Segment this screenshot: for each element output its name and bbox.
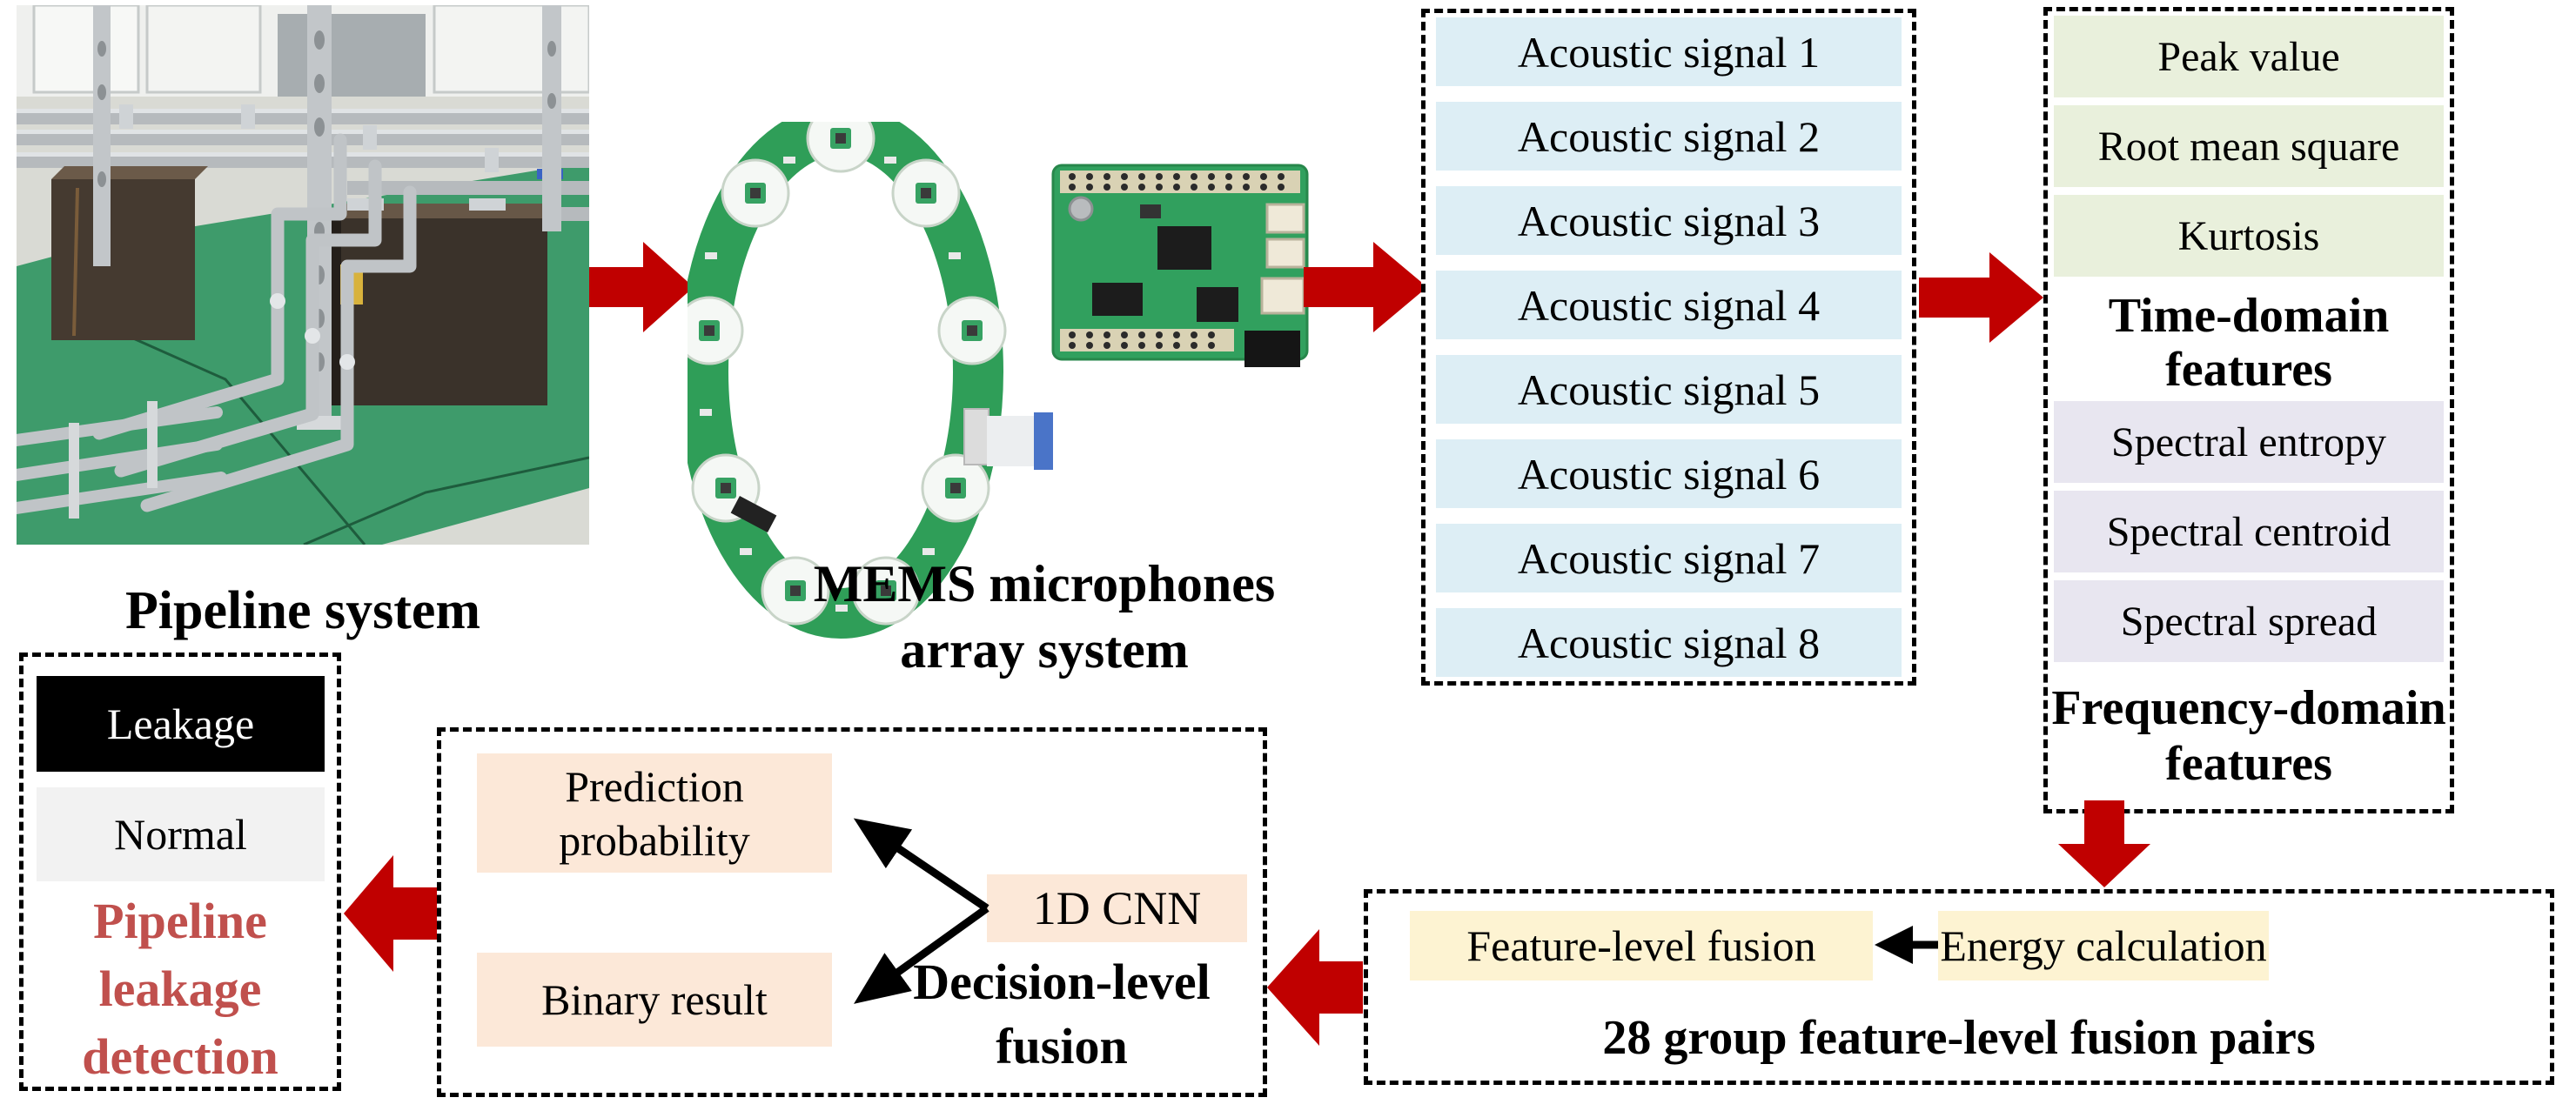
fusion-back-arrow-icon xyxy=(1873,919,1942,971)
mems-caption-line2: array system xyxy=(900,621,1189,679)
binary-result-item: Binary result xyxy=(477,953,832,1047)
prediction-line1: Prediction xyxy=(565,761,744,811)
mems-array-photo xyxy=(688,122,1323,644)
time-domain-label-line2: features xyxy=(2165,343,2332,397)
acoustic-signal-row: Acoustic signal 4 xyxy=(1436,271,1902,339)
detection-caption-line3: detection xyxy=(82,1028,278,1085)
detection-caption-line2: leakage xyxy=(98,960,262,1017)
acoustic-signal-row: Acoustic signal 5 xyxy=(1436,355,1902,424)
prediction-probability-item: Prediction probability xyxy=(477,753,832,873)
time-feature-row: Root mean square xyxy=(2054,105,2444,187)
time-feature-row: Kurtosis xyxy=(2054,195,2444,277)
acoustic-signal-row: Acoustic signal 1 xyxy=(1436,17,1902,86)
decision-label-line1: Decision-level xyxy=(913,954,1211,1010)
freq-feature-row: Spectral entropy xyxy=(2054,401,2444,483)
mems-caption-line1: MEMS microphones xyxy=(813,555,1276,612)
cnn-item: 1D CNN xyxy=(987,874,1247,942)
decision-label-line2: fusion xyxy=(996,1018,1128,1074)
leakage-class-item: Leakage xyxy=(37,676,325,772)
normal-class-item: Normal xyxy=(37,787,325,881)
flow-arrow-left-2-icon xyxy=(342,848,437,979)
mems-photo-illustration xyxy=(688,122,1309,639)
freq-feature-row: Spectral centroid xyxy=(2054,491,2444,572)
mems-array-caption: MEMS microphones array system xyxy=(731,551,1358,683)
frequency-domain-label-line2: features xyxy=(2165,737,2332,791)
energy-calculation-item: Energy calculation xyxy=(1938,911,2269,980)
acoustic-signal-row: Acoustic signal 8 xyxy=(1436,608,1902,677)
fusion-pairs-caption: 28 group feature-level fusion pairs xyxy=(1602,1011,2316,1065)
flow-arrow-right-1-icon xyxy=(589,237,694,338)
acoustic-signal-row: Acoustic signal 7 xyxy=(1436,524,1902,592)
acoustic-signal-row: Acoustic signal 2 xyxy=(1436,102,1902,171)
freq-feature-row: Spectral spread xyxy=(2054,580,2444,662)
pipeline-photo-illustration xyxy=(17,5,589,545)
frequency-domain-label: Frequency-domain features xyxy=(2049,680,2449,792)
flow-arrow-left-1-icon xyxy=(1265,922,1363,1053)
prediction-line2: probability xyxy=(559,815,750,865)
flow-arrow-down-icon xyxy=(2056,800,2152,887)
time-domain-label: Time-domain features xyxy=(2054,289,2444,397)
frequency-domain-label-line1: Frequency-domain xyxy=(2051,681,2446,735)
flow-arrow-right-3-icon xyxy=(1919,247,2043,348)
pipeline-system-photo xyxy=(17,5,589,545)
flow-arrow-right-2-icon xyxy=(1304,237,1427,338)
pipeline-system-caption: Pipeline system xyxy=(124,581,481,640)
detection-caption-line1: Pipeline xyxy=(93,893,267,949)
pipeline-leakage-detection-caption: Pipeline leakage detection xyxy=(19,887,341,1091)
cnn-fork-arrows-icon xyxy=(818,783,1018,1035)
feature-level-fusion-item: Feature-level fusion xyxy=(1410,911,1873,980)
time-feature-row: Peak value xyxy=(2054,16,2444,97)
acoustic-signal-row: Acoustic signal 3 xyxy=(1436,186,1902,255)
time-domain-label-line1: Time-domain xyxy=(2108,289,2390,343)
acoustic-signal-row: Acoustic signal 6 xyxy=(1436,439,1902,508)
decision-level-fusion-label: Decision-level fusion xyxy=(870,950,1253,1079)
